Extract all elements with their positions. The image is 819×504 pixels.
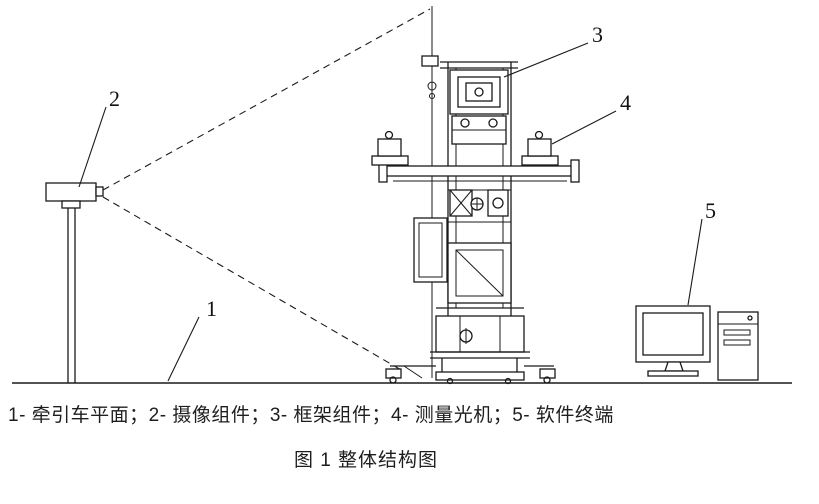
part-label-1: 1	[206, 296, 217, 321]
measuring-optical-unit-left	[371, 130, 409, 166]
figure-caption: 1- 牵引车平面；2- 摄像组件；3- 框架组件；4- 测量光机；5- 软件终端	[8, 405, 614, 426]
camera-view-cone	[102, 8, 431, 372]
software-terminal	[635, 305, 759, 381]
part-label-5: 5	[705, 198, 716, 223]
measuring-optical-unit-right	[521, 130, 559, 166]
part-label-4: 4	[620, 90, 631, 115]
frame-assembly	[378, 55, 580, 385]
pc-tower-icon	[717, 311, 759, 381]
monitor-icon	[635, 305, 711, 377]
part-label-3: 3	[592, 22, 603, 47]
camera-assembly	[45, 182, 104, 383]
leader-lines	[78, 42, 703, 382]
part-labels: 1 2 3 4 5	[109, 22, 716, 321]
part-label-2: 2	[109, 86, 120, 111]
figure-title: 图 1 整体结构图	[293, 450, 439, 471]
